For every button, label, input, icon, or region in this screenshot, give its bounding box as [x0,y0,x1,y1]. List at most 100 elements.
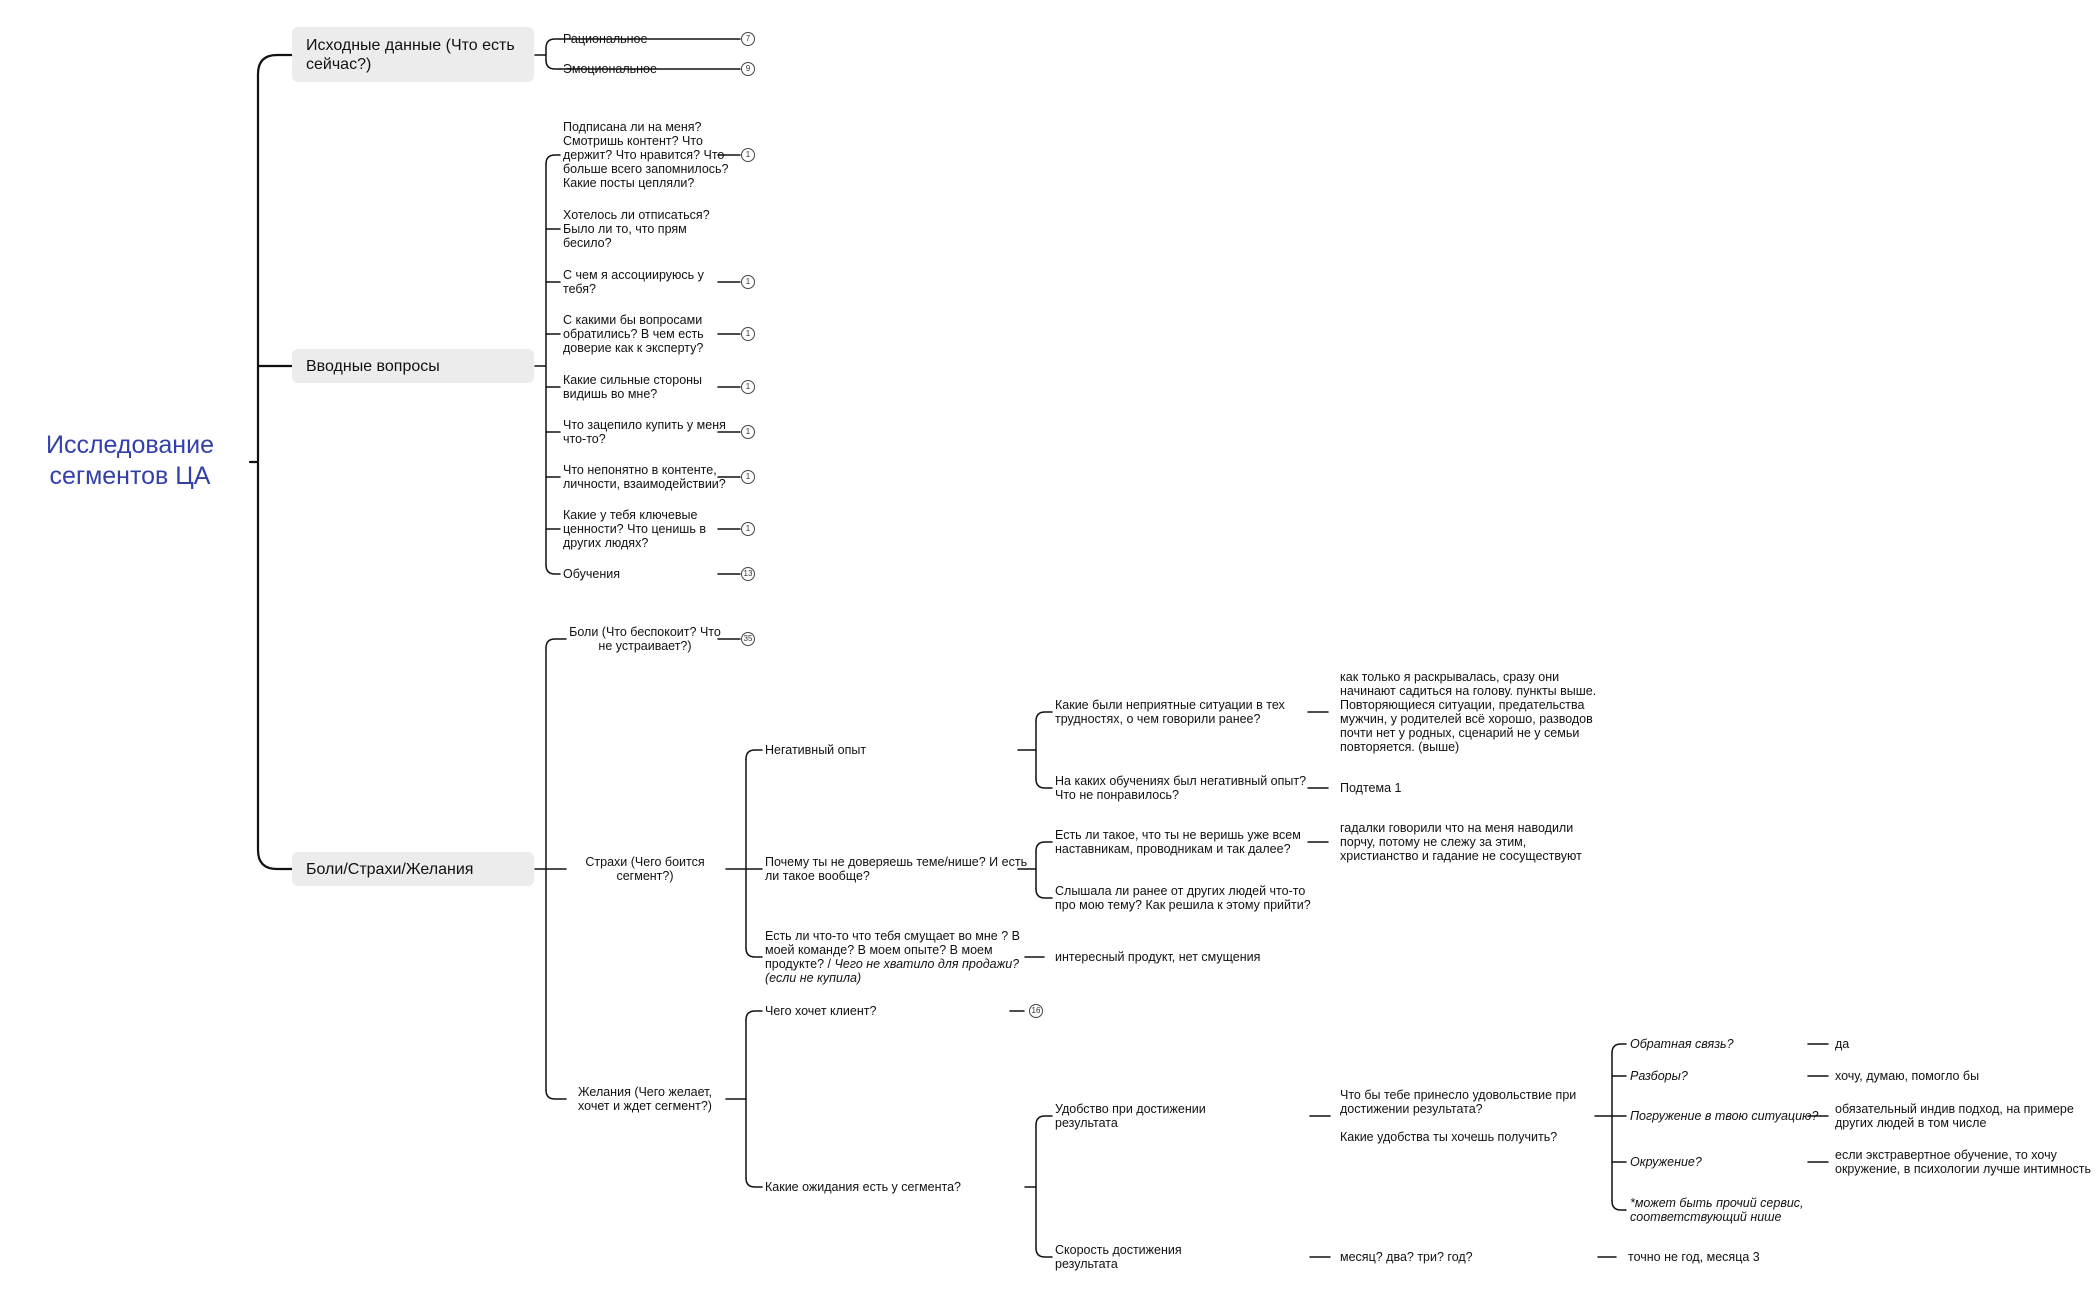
collapse-count-badge[interactable]: 35 [741,632,755,646]
root-title-line2: сегментов ЦА [49,462,211,490]
text-line: видишь во мне? [563,387,658,401]
node-distrust-question-1[interactable]: Есть ли такое, что ты не веришь уже всем… [1055,828,1301,856]
text-line: Удобство при достижении [1055,1102,1206,1116]
node-intro-q5[interactable]: Какие сильные стороны видишь во мне? [563,373,702,401]
text-line: С чем я ассоциируюсь у [563,268,704,282]
node-environment[interactable]: Окружение? [1630,1155,1702,1169]
collapse-count-badge[interactable]: 7 [741,32,755,46]
text-line: почти нет у родных, сценарий не у семьи [1340,726,1580,740]
node-client-wants[interactable]: Чего хочет клиент? [765,1004,877,1018]
text-line: доверие как к эксперту? [563,341,704,355]
node-intro-q4[interactable]: С какими бы вопросами обратились? В чем … [563,313,704,355]
node-neg-answer-1[interactable]: как только я раскрывалась, сразу они нач… [1340,670,1596,754]
text-line: Скорость достижения [1055,1243,1182,1257]
text-line: Что бы тебе принесло удовольствие при [1340,1088,1577,1102]
text-line: Хотелось ли отписаться? [563,208,710,222]
collapse-count-badge[interactable]: 1 [741,380,755,394]
text-line: порчу, потому не слежу за этим, [1340,835,1527,849]
collapse-count-badge[interactable]: 1 [741,275,755,289]
text-line: как только я раскрывалась, сразу они [1340,670,1560,684]
text-line: Какие у тебя ключевые [563,508,698,522]
collapse-count-badge[interactable]: 1 [741,522,755,536]
collapse-count-badge[interactable]: 1 [741,425,755,439]
branch-title-line: Исходные данные (Что есть [306,36,515,54]
node-other-service[interactable]: *может быть прочий сервис, соответствующ… [1630,1196,1804,1224]
text-line: сегмент?) [616,869,674,883]
text-line: Страхи (Чего боится [585,855,705,869]
node-intro-q1[interactable]: Подписана ли на меня? Смотришь контент? … [563,120,729,190]
node-distrust[interactable]: Почему ты не доверяешь теме/нише? И есть… [765,855,1027,883]
node-reviews-answer[interactable]: хочу, думаю, помогло бы [1835,1069,1980,1083]
node-immersion-answer[interactable]: обязательный индив подход, на примере др… [1835,1102,2074,1130]
node-desires[interactable]: Желания (Чего желает, хочет и ждет сегме… [565,1085,725,1113]
branch-pains-fears-desires[interactable]: Боли/Страхи/Желания [292,852,534,886]
node-rational[interactable]: Рациональное [563,32,648,46]
text-line: Есть ли что-то что тебя смущает во мне ?… [765,929,1020,943]
node-speed-question[interactable]: месяц? два? три? год? [1340,1250,1473,1264]
collapse-count-badge[interactable]: 9 [741,62,755,76]
node-intro-q6[interactable]: Что зацепило купить у меня что-то? [563,418,726,446]
text-line: Какие удобства ты хочешь получить? [1340,1130,1558,1144]
node-fears[interactable]: Страхи (Чего боится сегмент?) [570,855,720,883]
node-negative-experience[interactable]: Негативный опыт [765,743,867,757]
node-neg-question-2[interactable]: На каких обучениях был негативный опыт? … [1055,774,1306,802]
node-intro-q8[interactable]: Какие у тебя ключевые ценности? Что цени… [563,508,706,550]
text-line: обязательный индив подход, на примере [1835,1102,2074,1116]
node-intro-q9[interactable]: Обучения [563,567,620,581]
spacer [1340,1116,1576,1130]
node-speed-answer[interactable]: точно не год, месяца 3 [1628,1250,1760,1264]
root-topic[interactable]: Исследование сегментов ЦА [20,430,240,492]
text-line: Повторяющиеся ситуации, предательства [1340,698,1585,712]
node-comfort-questions[interactable]: Что бы тебе принесло удовольствие при до… [1340,1088,1576,1144]
node-intro-q3[interactable]: С чем я ассоциируюсь у тебя? [563,268,704,296]
text-line: Слышала ли ранее от других людей что-то [1055,884,1306,898]
node-pains[interactable]: Боли (Что беспокоит? Что не устраивает?) [560,625,730,653]
branch-initial-data[interactable]: Исходные данные (Что есть сейчас?) [292,27,534,82]
text-line: Что не понравилось? [1055,788,1179,802]
node-comfort[interactable]: Удобство при достижении результата [1055,1102,1206,1130]
collapse-count-badge[interactable]: 1 [741,470,755,484]
node-speed[interactable]: Скорость достижения результата [1055,1243,1182,1271]
node-neg-question-1[interactable]: Какие были неприятные ситуации в тех тру… [1055,698,1285,726]
node-feedback[interactable]: Обратная связь? [1630,1037,1734,1051]
text-line: *может быть прочий сервис, [1630,1196,1804,1210]
node-emotional[interactable]: Эмоциональное [563,62,657,76]
node-neg-answer-2[interactable]: Подтема 1 [1340,781,1402,795]
text-line: результата [1055,1116,1118,1130]
collapse-count-badge[interactable]: 16 [1029,1004,1043,1018]
text-line: наставникам, проводникам и так далее? [1055,842,1291,856]
node-confusion[interactable]: Есть ли что-то что тебя смущает во мне ?… [765,929,1020,985]
text-span: продукте? / [765,957,835,971]
text-line: ли такое вообще? [765,869,870,883]
text-line: Желания (Чего желает, [578,1085,712,1099]
node-feedback-answer[interactable]: да [1835,1037,1850,1051]
text-line: про мою тему? Как решила к этому прийти? [1055,898,1311,912]
collapse-count-badge[interactable]: 1 [741,148,755,162]
node-reviews[interactable]: Разборы? [1630,1069,1688,1083]
node-distrust-question-2[interactable]: Слышала ли ранее от других людей что-то … [1055,884,1311,912]
root-title-line1: Исследование [46,431,214,459]
text-line: бесило? [563,236,612,250]
node-intro-q7[interactable]: Что непонятно в контенте, личности, взаи… [563,463,726,491]
node-immersion[interactable]: Погружение в твою ситуацию? [1630,1109,1819,1123]
text-line: Боли (Что беспокоит? Что [569,625,721,639]
node-confusion-answer[interactable]: интересный продукт, нет смущения [1055,950,1261,964]
text-line: Какие посты цепляли? [563,176,695,190]
text-line: С какими бы вопросами [563,313,703,327]
node-expectations[interactable]: Какие ожидания есть у сегмента? [765,1180,961,1194]
text-line: результата [1055,1257,1118,1271]
text-line: хочет и ждет сегмент?) [578,1099,712,1113]
node-distrust-answer-1[interactable]: гадалки говорили что на меня наводили по… [1340,821,1582,863]
text-line: гадалки говорили что на меня наводили [1340,821,1574,835]
collapse-count-badge[interactable]: 13 [741,567,755,581]
branch-intro-questions[interactable]: Вводные вопросы [292,349,534,383]
node-intro-q2[interactable]: Хотелось ли отписаться? Было ли то, что … [563,208,710,250]
text-line: моей команде? В моем опыте? В моем [765,943,993,957]
text-line: продукте? / Чего не хватило для продажи? [765,957,1020,971]
text-line: соответствующий нише [1630,1210,1782,1224]
node-environment-answer[interactable]: если экстравертное обучение, то хочу окр… [1835,1148,2091,1176]
text-line: Что непонятно в контенте, [563,463,717,477]
branch-title: Боли/Страхи/Желания [306,860,474,878]
collapse-count-badge[interactable]: 1 [741,327,755,341]
